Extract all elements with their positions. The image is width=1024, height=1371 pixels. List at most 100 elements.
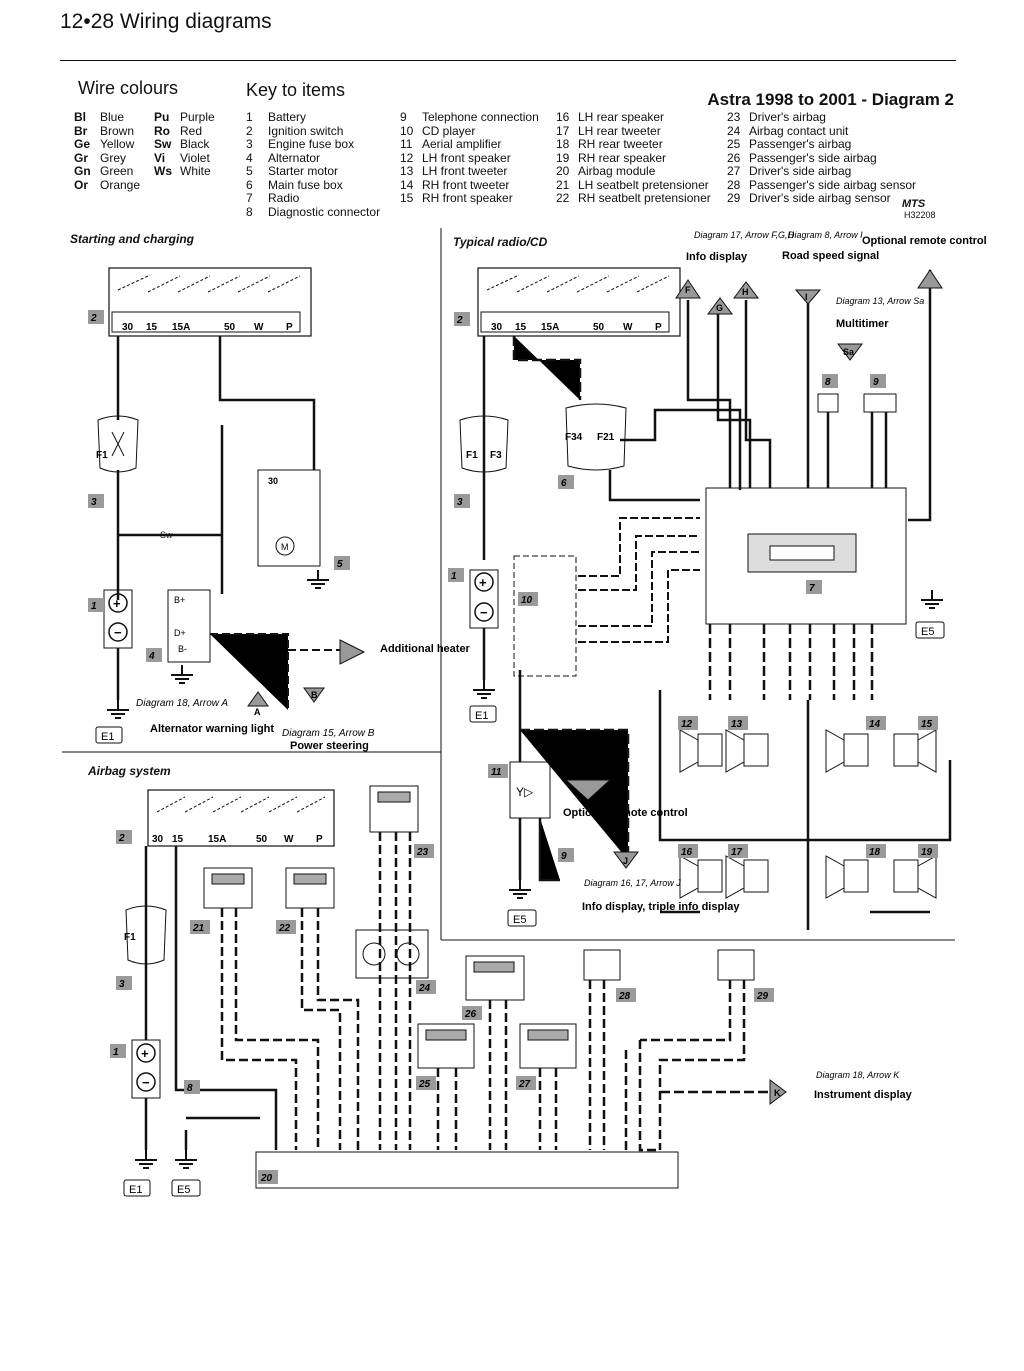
- key-item-label: Battery: [268, 110, 307, 124]
- item-tag: 2: [88, 310, 104, 324]
- radio-circuit: 30 15 15A 50 W P F1 F3 F34 F21 + −: [459, 267, 952, 930]
- section-radio: Typical radio/CD: [453, 235, 548, 249]
- wire-colours-title: Wire colours: [78, 78, 179, 98]
- item-tag-number: 4: [148, 651, 155, 662]
- item-tag: 12: [678, 716, 698, 730]
- header-rule: [60, 60, 956, 61]
- key-item-number: 23: [727, 110, 741, 124]
- item-tag-box: [190, 920, 210, 934]
- svg-text:15: 15: [146, 322, 158, 333]
- key-item-label: Passenger's side airbag: [749, 150, 877, 165]
- wire-colour-name: Green: [100, 164, 134, 178]
- item-tag: 9: [870, 374, 886, 388]
- key-item-label: RH rear speaker: [578, 150, 667, 165]
- item-tag-box: [416, 980, 436, 994]
- key-item-label: Airbag contact unit: [749, 123, 849, 138]
- ground-e5-airbag: E5: [177, 1184, 190, 1196]
- key-item-number: 17: [556, 123, 570, 138]
- key-item: 24 Airbag contact unit: [727, 123, 916, 139]
- item-tag-box: [462, 1006, 482, 1020]
- key-item-label: Passenger's side airbag sensor: [749, 177, 917, 192]
- svg-text:Sa: Sa: [843, 347, 855, 357]
- key-item-number: 9: [400, 110, 407, 124]
- key-item-number: 16: [556, 110, 570, 124]
- key-item-number: 24: [727, 123, 741, 138]
- svg-text:H: H: [742, 287, 749, 297]
- airbag-circuit: 30 15 15A 50 W P F1 + −: [124, 785, 787, 1189]
- item-tag-number: 11: [491, 767, 502, 778]
- item-tag: 8: [822, 374, 838, 388]
- key-item-label: Alternator: [268, 150, 321, 165]
- key-item-label: Driver's side airbag sensor: [749, 191, 891, 205]
- page-header: 12•28 Wiring diagrams: [60, 10, 272, 33]
- item-tag: 17: [728, 844, 748, 858]
- key-item-number: 28: [727, 177, 741, 192]
- svg-text:30: 30: [152, 834, 164, 845]
- item-tag-number: 7: [809, 583, 815, 594]
- item-tag: 9: [558, 848, 574, 862]
- wire-colour-name: Black: [180, 137, 210, 151]
- key-item-label: RH front speaker: [422, 191, 513, 205]
- wire-colour-name: Violet: [180, 150, 210, 165]
- svg-text:+: +: [479, 575, 487, 590]
- svg-text:P: P: [316, 834, 323, 845]
- svg-text:J: J: [623, 856, 628, 866]
- item-tag-number: 2: [90, 313, 97, 324]
- svg-text:30: 30: [491, 322, 503, 333]
- diag1617-label: Diagram 16, 17, Arrow J: [584, 878, 681, 888]
- svg-text:−: −: [114, 625, 122, 640]
- key-item-number: 8: [246, 204, 253, 219]
- key-item-number: 4: [246, 150, 253, 165]
- wire-colour-name: Grey: [100, 150, 127, 165]
- section-starting: Starting and charging: [70, 232, 195, 246]
- item-tag-box: [88, 494, 104, 508]
- key-item-label: Aerial amplifier: [422, 137, 502, 151]
- item-tag-number: 16: [681, 847, 693, 858]
- wire-colour-code: Bl: [74, 110, 86, 124]
- svg-text:G: G: [716, 303, 723, 313]
- item-tag-box: [88, 598, 104, 612]
- item-tag: 4: [146, 648, 162, 662]
- wire-colour-name: Blue: [100, 110, 125, 124]
- wire-colour-row: Bl Blue: [74, 110, 140, 125]
- item-tag-number: 3: [457, 497, 463, 508]
- item-tag: 5: [334, 556, 350, 570]
- key-item-number: 20: [556, 164, 570, 178]
- key-item-label: Starter motor: [268, 164, 339, 178]
- info-triple-label: Info display, triple info display: [582, 901, 740, 913]
- key-item-number: 11: [400, 137, 413, 151]
- key-item-label: Driver's airbag: [749, 110, 826, 124]
- svg-text:−: −: [142, 1075, 150, 1090]
- key-item-number: 5: [246, 164, 253, 178]
- section-dividers: [62, 228, 955, 941]
- item-tag-number: 2: [456, 315, 463, 326]
- item-tag-box: [866, 844, 886, 858]
- item-tag-box: [558, 475, 574, 489]
- item-tag-number: 28: [618, 991, 631, 1002]
- wire-colour-code: Gr: [74, 150, 89, 165]
- wire-colour-name: Orange: [100, 177, 141, 192]
- item-tag: 29: [754, 988, 774, 1002]
- svg-text:15: 15: [172, 834, 184, 845]
- item-tag-box: [454, 494, 470, 508]
- item-tag: 1: [448, 568, 464, 582]
- ground-e1-airbag: E1: [129, 1184, 142, 1196]
- key-item-label: Main fuse box: [268, 177, 343, 192]
- key-item: 4 Alternator: [246, 150, 380, 166]
- wire-colour-code: Ws: [154, 164, 172, 178]
- item-tag: 15: [918, 716, 938, 730]
- key-item-number: 19: [556, 150, 570, 165]
